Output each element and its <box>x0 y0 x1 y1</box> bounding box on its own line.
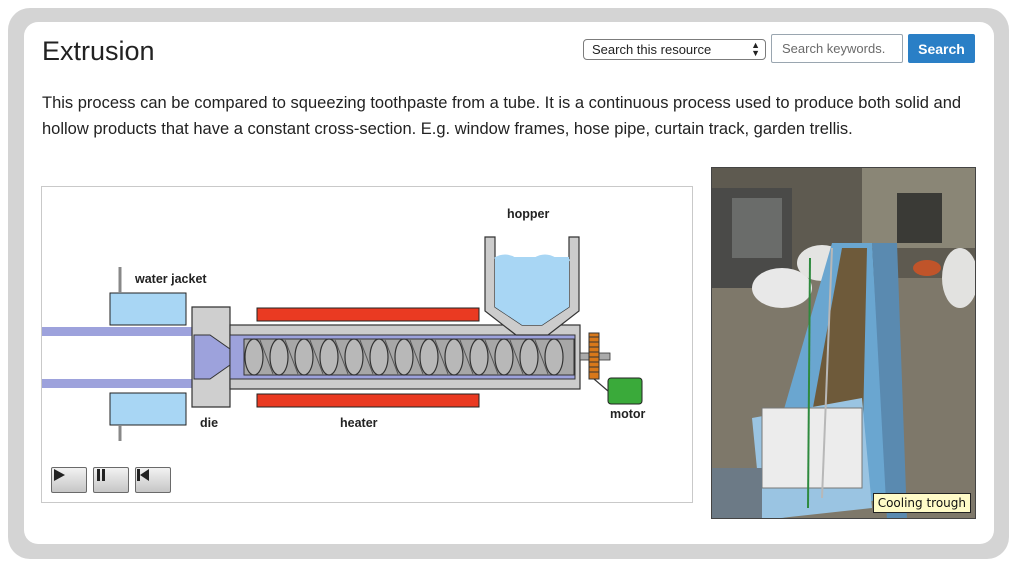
search-button[interactable]: Search <box>908 34 975 63</box>
select-arrows-icon: ▲▼ <box>751 40 760 58</box>
water-jacket-bottom <box>109 392 187 426</box>
photo-caption: Cooling trough <box>872 493 971 513</box>
intro-paragraph: This process can be compared to squeezin… <box>42 94 962 138</box>
play-icon <box>54 469 65 481</box>
extrusion-diagram: hopper water jacket die heater motor <box>42 207 646 441</box>
hopper-material <box>495 257 569 325</box>
label-water-jacket: water jacket <box>134 272 207 286</box>
skip-back-icon <box>137 469 149 481</box>
search-scope-select[interactable]: Search this resource ▲▼ <box>583 39 766 60</box>
pause-icon <box>97 469 105 481</box>
search-input[interactable] <box>771 34 903 63</box>
water-jacket-top <box>109 292 187 326</box>
label-die: die <box>200 416 218 430</box>
cooling-trough-image <box>712 168 975 518</box>
rewind-button[interactable] <box>135 467 171 493</box>
page-title: Extrusion <box>42 36 155 66</box>
label-hopper: hopper <box>507 207 549 221</box>
label-motor: motor <box>610 407 646 421</box>
search-scope-value: Search this resource <box>592 42 712 57</box>
label-heater: heater <box>340 416 378 430</box>
extruded-plastic-bottom <box>42 379 194 388</box>
play-button[interactable] <box>51 467 87 493</box>
extrusion-animation: hopper water jacket die heater motor <box>41 186 693 503</box>
heater-bottom <box>256 393 480 408</box>
heater-top <box>256 307 480 322</box>
motor <box>607 377 643 405</box>
extruded-plastic-top <box>42 327 194 336</box>
pause-button[interactable] <box>93 467 129 493</box>
cooling-trough-photo: Cooling trough <box>711 167 976 519</box>
